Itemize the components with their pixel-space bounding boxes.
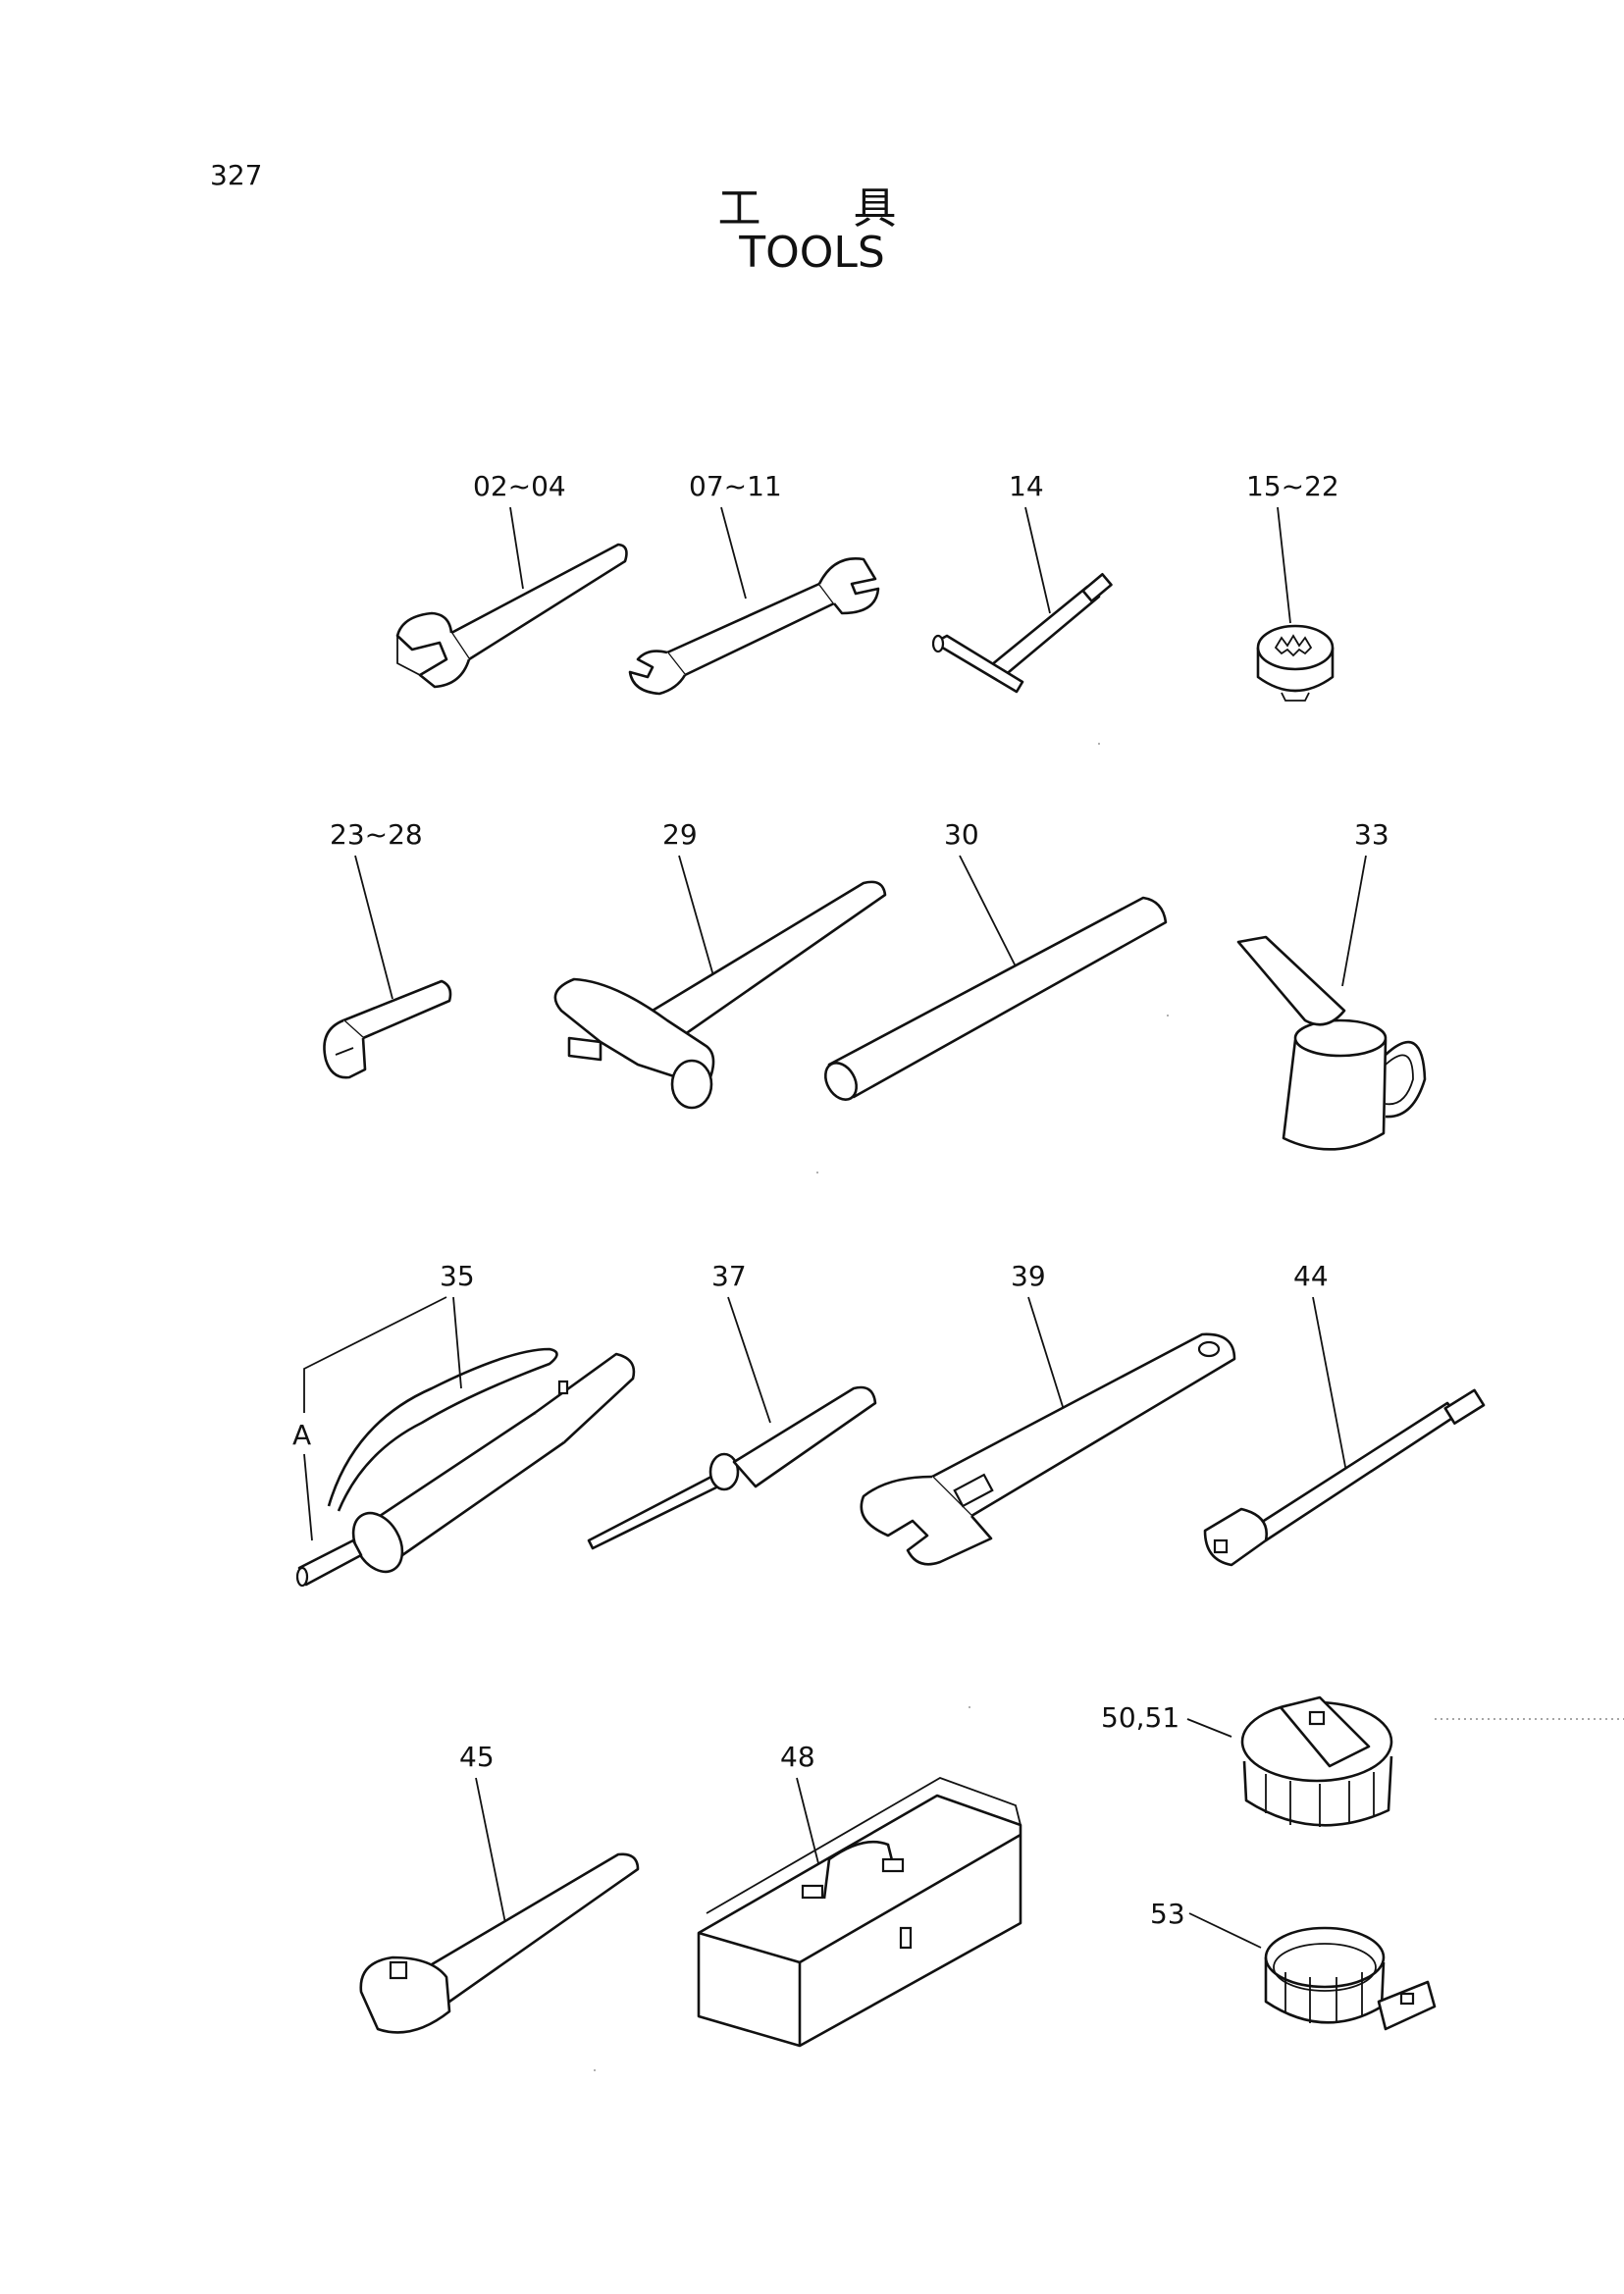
callout-label: 37 [711,1260,747,1292]
adjustable-wrench [860,1332,1236,1566]
callout-label: 02~04 [473,470,566,502]
callout-label: 44 [1293,1260,1329,1292]
callout-44: 44 [1293,1260,1347,1473]
callout-label: 30 [944,818,979,851]
callout-label: 53 [1150,1898,1185,1930]
callout-23-28: 23~28 [330,818,423,1000]
callout-29: 29 [662,818,717,987]
callout-50-51: 50,51 [1101,1701,1624,1738]
callout-label: 07~11 [689,470,782,502]
open-end-wrench [395,543,628,689]
callout-53: 53 [1150,1898,1262,1949]
callout-35: 35 [303,1260,475,1413]
callout-label: 33 [1354,818,1389,851]
callout-30: 30 [944,818,1017,967]
callout-label: 39 [1011,1260,1046,1292]
callout-48: 48 [780,1741,823,1880]
callout-label: 48 [780,1741,815,1773]
socket [1256,624,1335,702]
filter-wrench-cap [1240,1695,1393,1827]
callout-label: 29 [662,818,698,851]
screwdriver [587,1385,877,1550]
callout-15-22: 15~22 [1246,470,1339,624]
callout-label: 14 [1009,470,1044,502]
t-handle-wrench [931,572,1113,694]
tool-box [697,1777,1022,2048]
hammer [553,880,887,1110]
oil-can [1236,935,1427,1151]
ratchet-handle [359,1852,640,2034]
callout-a: A [292,1419,313,1541]
page-title-english: TOOLS [739,228,885,278]
page-title-japanese: 工 具 [717,183,936,234]
bar [823,896,1168,1101]
callout-37: 37 [711,1260,771,1424]
callout-39: 39 [1011,1260,1066,1414]
callout-label: 45 [459,1741,495,1773]
callout-label: 15~22 [1246,470,1339,502]
callout-02-04: 02~04 [473,470,566,590]
hex-key [323,979,452,1079]
page-number: 327 [210,159,263,191]
filter-wrench-band [1264,1926,1437,2031]
double-open-end-wrench [628,556,880,696]
callout-33: 33 [1341,818,1389,987]
callout-label: A [292,1419,311,1451]
callout-14: 14 [1009,470,1051,614]
callout-07-11: 07~11 [689,470,782,600]
grease-gun [295,1347,636,1588]
callout-45: 45 [459,1741,506,1924]
callout-label: 23~28 [330,818,423,851]
callout-label: 50,51 [1101,1701,1179,1734]
extension-bar [1203,1388,1486,1567]
callout-label: 35 [440,1260,475,1292]
